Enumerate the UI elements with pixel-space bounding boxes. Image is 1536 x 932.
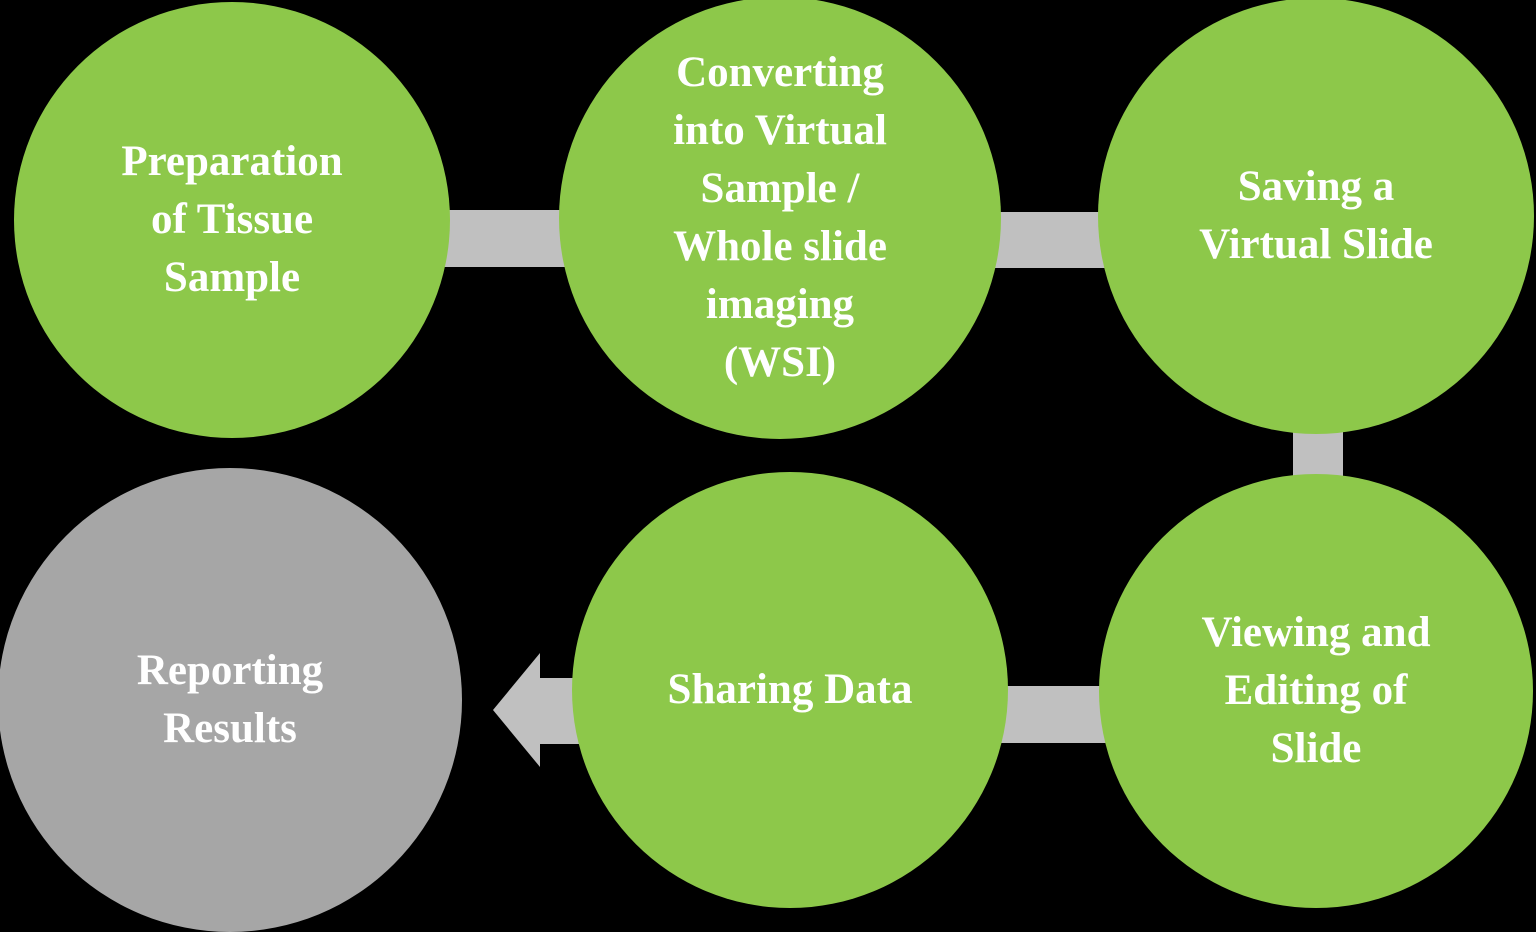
node-converting-label: Converting into Virtual Sample / Whole s… — [673, 49, 887, 386]
node-saving-label: Saving a Virtual Slide — [1199, 163, 1433, 268]
node-preparation: Preparation of Tissue Sample — [14, 2, 450, 438]
node-saving: Saving a Virtual Slide — [1098, 0, 1534, 434]
node-preparation-label: Preparation of Tissue Sample — [121, 138, 343, 301]
node-viewing-label: Viewing and Editing of Slide — [1201, 609, 1431, 772]
node-sharing: Sharing Data — [572, 472, 1008, 908]
node-converting: Converting into Virtual Sample / Whole s… — [559, 0, 1001, 439]
node-sharing-label: Sharing Data — [667, 666, 913, 713]
node-reporting-label: Reporting Results — [136, 647, 324, 752]
node-reporting: Reporting Results — [0, 468, 462, 932]
node-viewing: Viewing and Editing of Slide — [1099, 474, 1533, 908]
